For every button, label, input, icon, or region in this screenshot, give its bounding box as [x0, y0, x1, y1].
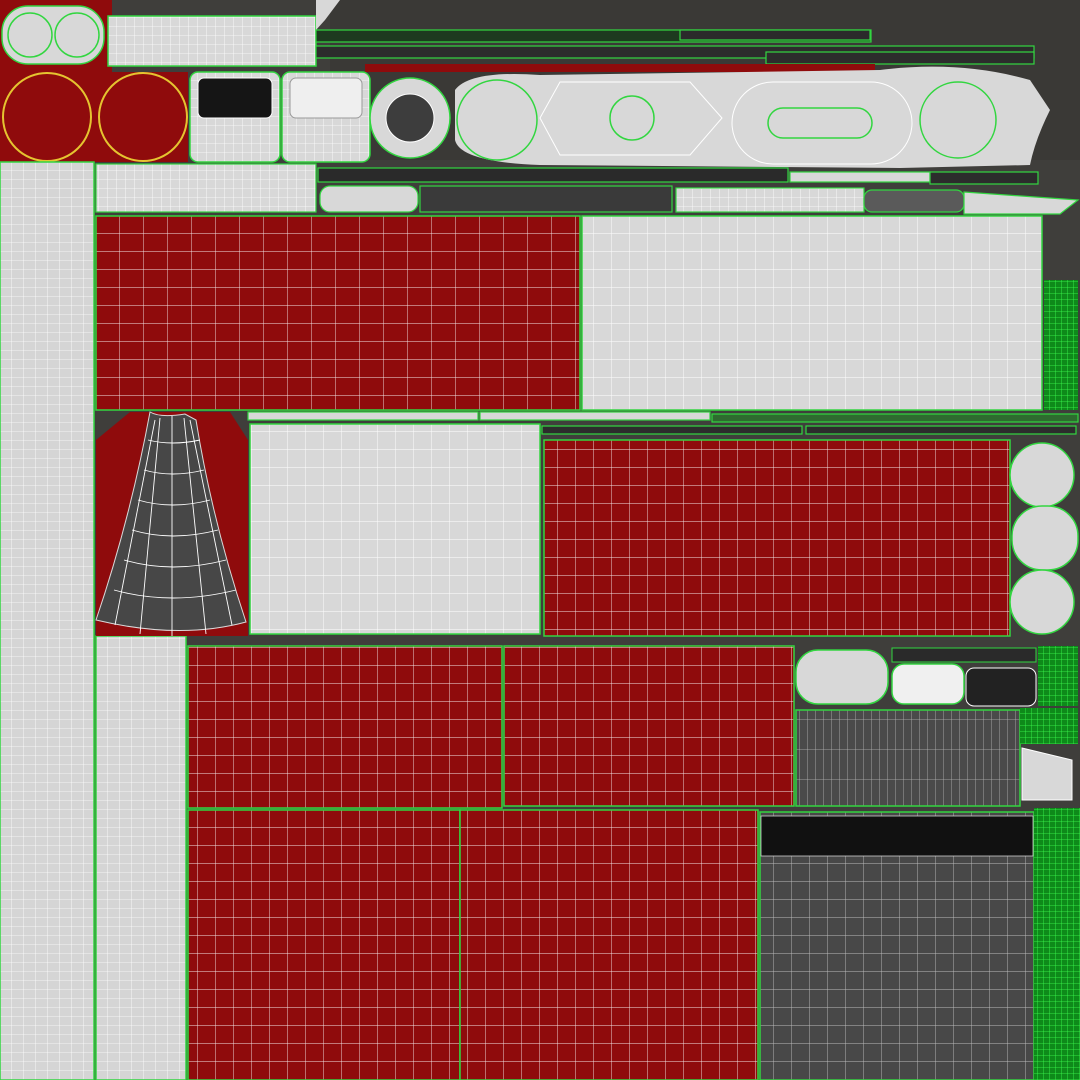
- uv-island-box-2-inner: [289, 77, 363, 119]
- uv-island-green-column-bottom: [1034, 808, 1080, 1080]
- uv-island-light-panel-middle: [249, 423, 541, 635]
- uv-island-top-strip-light: [107, 15, 317, 67]
- uv-island-red-panel-lower-1: [187, 645, 503, 809]
- uv-island-ring-inner: [385, 93, 435, 143]
- uv-island-red-circle-2: [98, 72, 188, 162]
- uv-island-box-1-dark: [197, 77, 273, 119]
- uv-thin-strips-lower: [247, 411, 1079, 435]
- uv-island-red-panel-top: [95, 215, 581, 411]
- uv-island-light-corner: [316, 0, 340, 30]
- uv-island-small-oval-2: [891, 663, 965, 705]
- uv-island-red-panel-middle: [543, 439, 1011, 637]
- uv-thin-strips-top: [315, 29, 1035, 72]
- uv-island-red-circle-1: [2, 72, 92, 162]
- uv-island-dark-panel-bottom: [759, 811, 1035, 1080]
- uv-island-oval-inner: [767, 107, 873, 139]
- uv-island-green-mini-1: [1038, 646, 1078, 706]
- uv-island-red-panel-bottom-1: [187, 809, 461, 1080]
- uv-island-left-column-2: [95, 635, 187, 1080]
- uv-island-small-circle-1: [7, 12, 53, 58]
- uv-island-small-dark-box: [965, 667, 1037, 707]
- uv-island-green-strips-right: [1044, 280, 1078, 410]
- uv-island-light-panel-top: [581, 215, 1043, 411]
- uv-thin-strips-middle: [317, 167, 1080, 215]
- uv-island-red-panel-bottom-2: [459, 809, 759, 1080]
- uv-island-cone-shape: [95, 411, 247, 632]
- uv-island-green-mini-2: [1020, 708, 1078, 744]
- uv-island-left-column: [0, 161, 95, 1080]
- uv-island-side-circle-2: [1009, 569, 1075, 635]
- uv-island-right-circle: [919, 81, 997, 159]
- uv-island-side-rounded: [1011, 505, 1079, 571]
- uv-island-dark-panel-striped: [795, 709, 1021, 807]
- uv-island-light-wedge: [1021, 747, 1073, 801]
- uv-island-light-circle: [456, 79, 538, 161]
- uv-island-octagon-center: [609, 95, 655, 141]
- uv-island-red-panel-lower-2: [503, 645, 795, 807]
- uv-island-cone-wires: [113, 416, 237, 636]
- uv-island-dark-panel-bottom-black-band: [760, 815, 1034, 857]
- uv-island-strip-light-2: [95, 163, 317, 213]
- uv-island-small-oval-1: [795, 649, 889, 705]
- uv-island-small-circle-2: [54, 12, 100, 58]
- uv-island-small-strip-dark: [891, 647, 1037, 663]
- uv-island-side-circle-1: [1009, 442, 1075, 508]
